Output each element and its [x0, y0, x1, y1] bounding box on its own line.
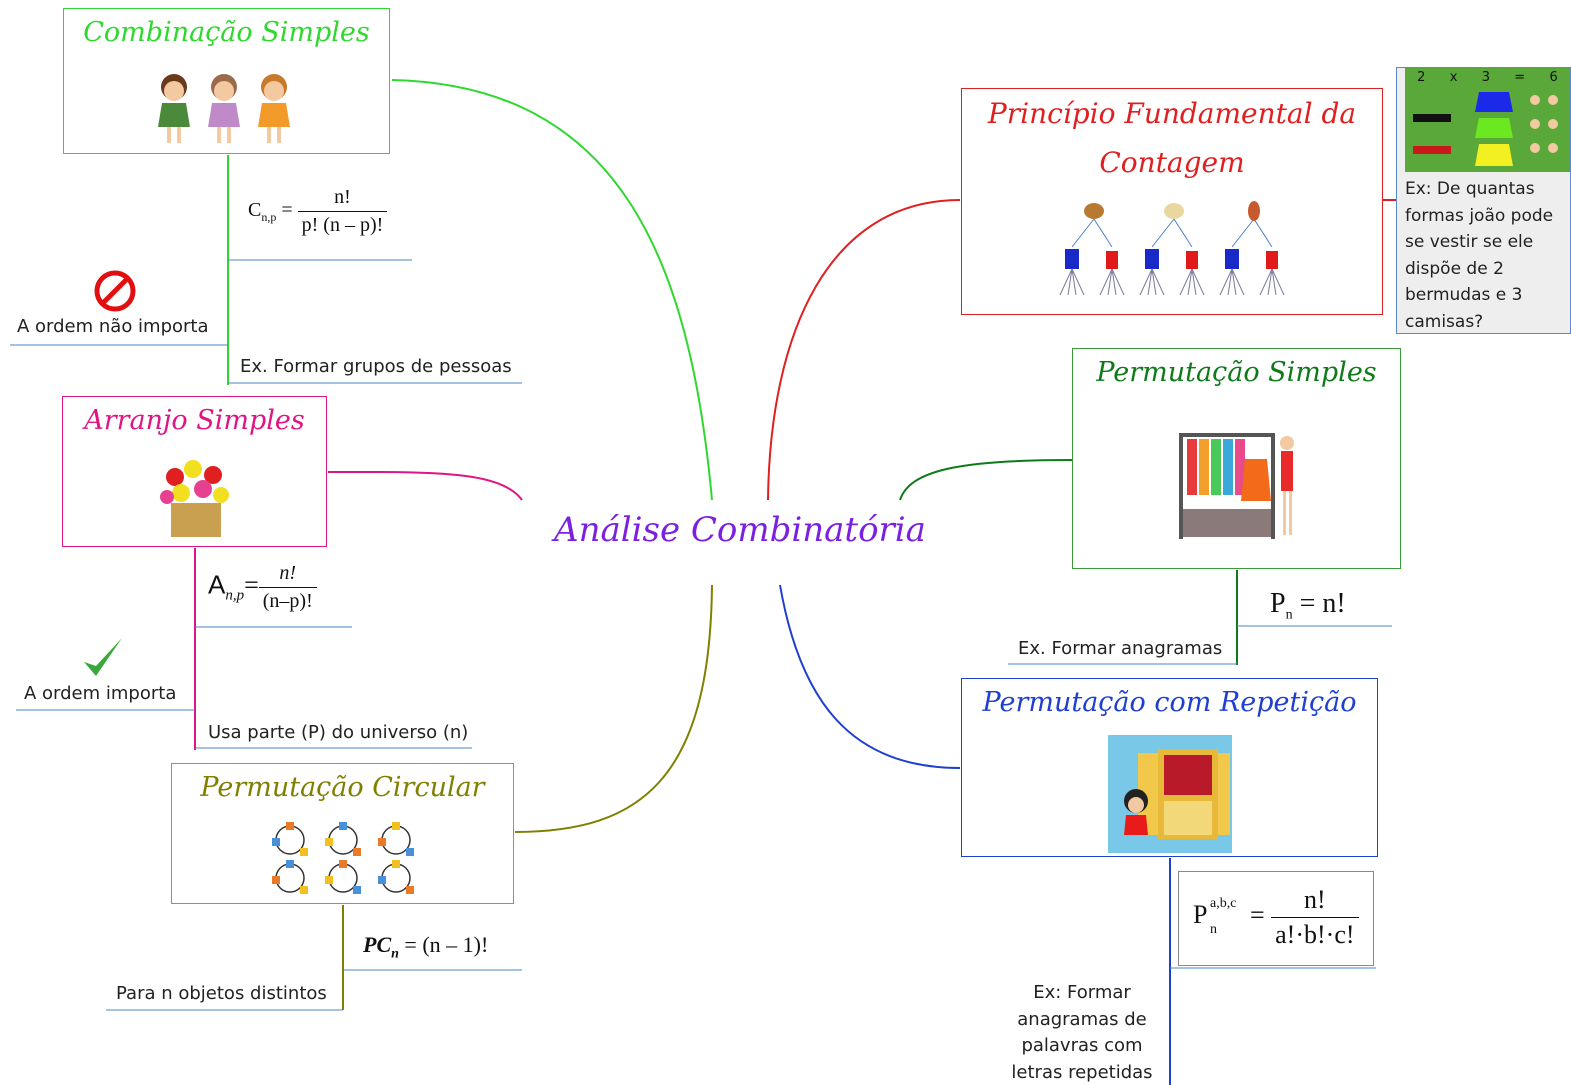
formula-simples: Pn = n! [1270, 588, 1346, 623]
example-arranjo: Usa parte (P) do universo (n) [208, 722, 469, 743]
topic-title: Combinação Simples [83, 17, 370, 48]
central-topic[interactable]: Análise Combinatória [554, 510, 926, 550]
formula-combinacao: Cn,p = n!p! (n – p)! [248, 186, 388, 237]
topic-title-line1: Princípio Fundamental da [987, 97, 1357, 130]
topic-combinacao-simples[interactable]: Combinação Simples [63, 8, 390, 154]
topic-arranjo-simples[interactable]: Arranjo Simples [62, 396, 327, 547]
pfc-example-question: Ex: De quantas formas joão pode se vesti… [1405, 179, 1554, 332]
formula-arranjo: An,p=n!(n–p)! [208, 562, 317, 613]
connector-pfc [767, 199, 961, 501]
topic-title: Permutação Simples [1096, 357, 1377, 388]
connector-simples [899, 459, 1073, 501]
topic-title: Arranjo Simples [84, 405, 305, 436]
circular-arrangements-illustration [272, 822, 414, 894]
formula-circular: PCn = (n – 1)! [363, 932, 489, 962]
topic-title: Permutação Circular [200, 772, 485, 803]
topic-permutacao-circular[interactable]: Permutação Circular [171, 763, 514, 904]
example-combinacao: Ex. Formar grupos de pessoas [240, 356, 512, 377]
note-ordem-nao-importa: A ordem não importa [17, 316, 209, 337]
topic-permutacao-simples[interactable]: Permutação Simples [1072, 348, 1401, 569]
shorts-shirts-illustration [1413, 92, 1558, 166]
connector-repeticao [779, 584, 961, 769]
example-repeticao: Ex: Formar anagramas de palavras com let… [1011, 982, 1153, 1083]
formula-repeticao: P a,b,c n = n!a!·b!·c! [1193, 885, 1359, 950]
connector-circular [514, 584, 713, 833]
wardrobe-rack-illustration [1179, 433, 1294, 539]
topic-principio-fundamental[interactable]: Princípio Fundamental da Contagem [961, 88, 1383, 315]
formula-repeticao-box [1178, 871, 1374, 966]
connector-combinacao [391, 79, 713, 501]
note-ordem-importa: A ordem importa [24, 683, 177, 704]
topic-title: Permutação com Repetição [982, 687, 1357, 718]
check-icon [84, 638, 122, 676]
flowers-illustration [160, 460, 229, 537]
topic-permutacao-repeticao[interactable]: Permutação com Repetição [961, 678, 1378, 857]
forbidden-icon [94, 270, 136, 312]
topic-title-line2: Contagem [1099, 146, 1245, 179]
girls-illustration [158, 74, 290, 143]
example-circular: Para n objetos distintos [116, 983, 327, 1004]
wardrobe-girl-illustration [1108, 735, 1232, 853]
tree-diagram-illustration [1059, 201, 1285, 296]
connector-arranjo [327, 470, 523, 501]
example-simples: Ex. Formar anagramas [1018, 638, 1223, 659]
